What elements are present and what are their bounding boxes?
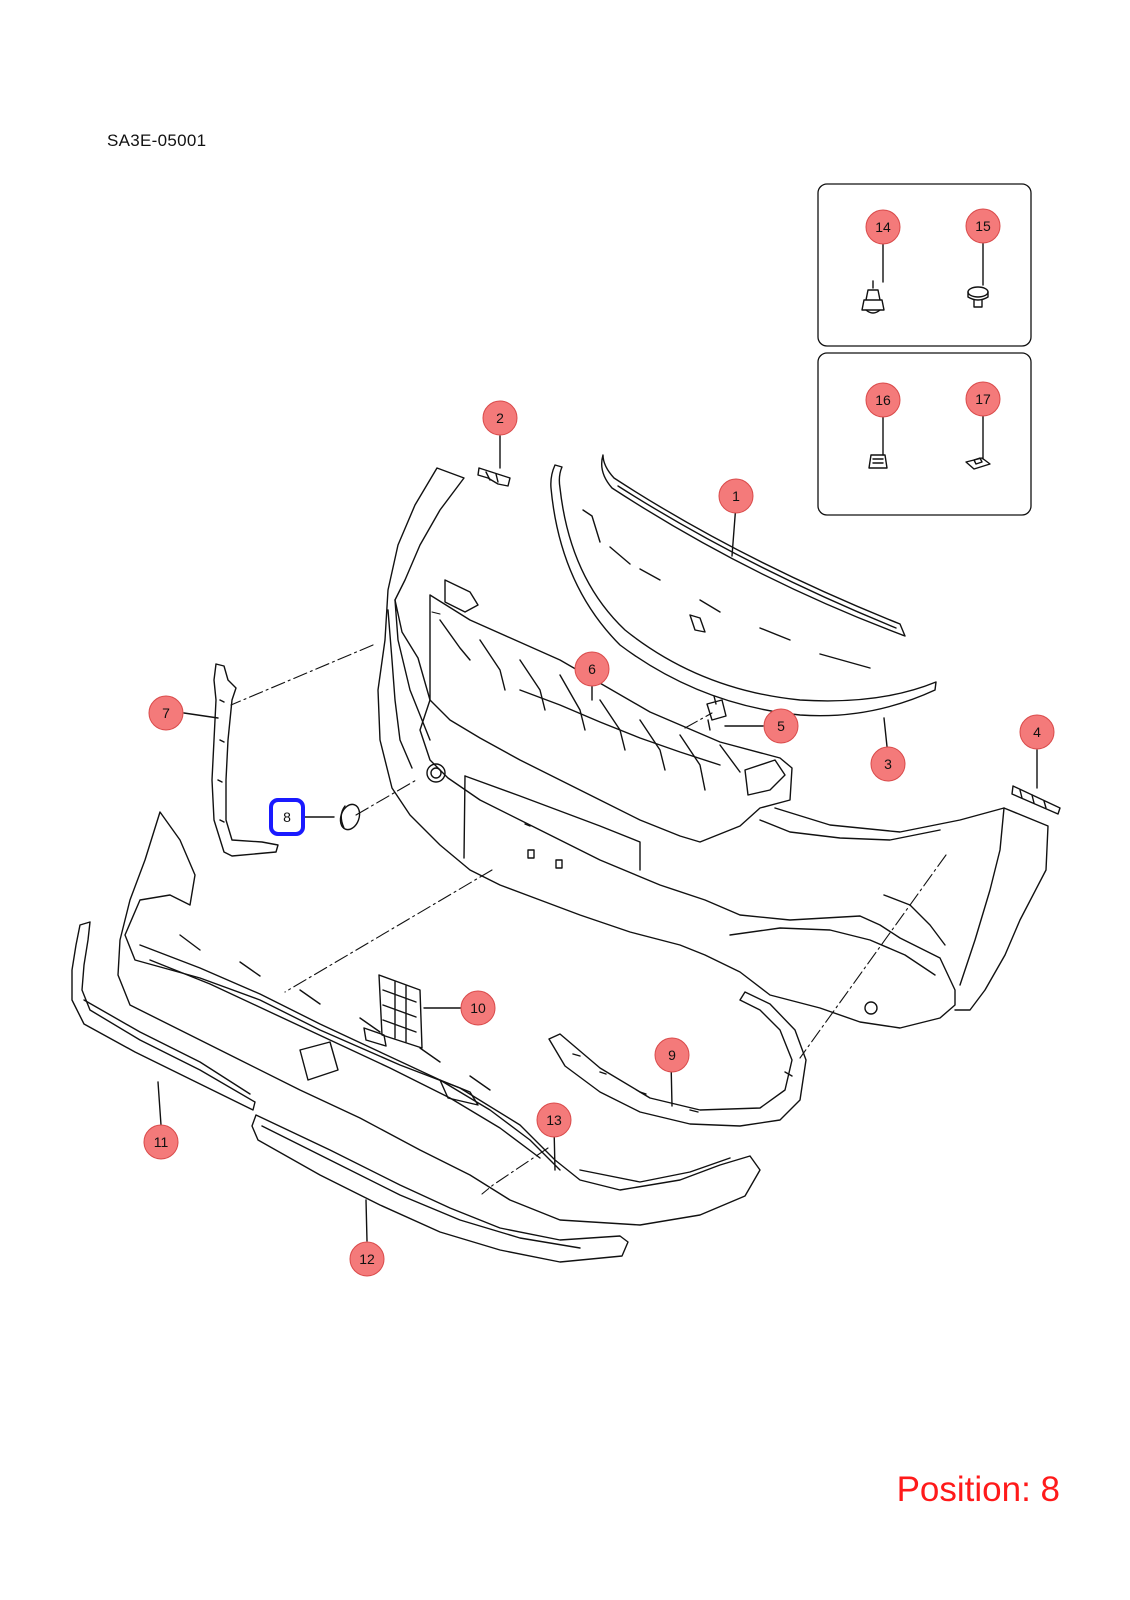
callout-15[interactable]: 15 <box>965 208 1001 244</box>
callout-8[interactable]: 8 <box>269 798 305 836</box>
fastener-inset-bottom <box>817 352 1032 516</box>
callout-label: 11 <box>154 1134 169 1150</box>
callout-bubble[interactable] <box>349 1241 385 1277</box>
lower-grille-part <box>117 811 761 1226</box>
callout-bubble[interactable] <box>148 695 184 731</box>
callout-12[interactable]: 12 <box>349 1241 385 1277</box>
selected-callout-marker[interactable] <box>269 798 305 836</box>
callout-bubble[interactable] <box>536 1102 572 1138</box>
callout-bubble[interactable] <box>965 381 1001 417</box>
callout-bubble[interactable] <box>870 746 906 782</box>
callout-label: 5 <box>777 718 785 734</box>
callout-bubble[interactable] <box>1019 714 1055 750</box>
bumper-cover-part <box>377 467 1049 1029</box>
callout-label: 14 <box>875 219 891 235</box>
callout-bubble[interactable] <box>718 478 754 514</box>
callout-label: 8 <box>283 809 291 825</box>
callout-bubble[interactable] <box>460 990 496 1026</box>
nut-clip-part <box>868 454 888 469</box>
callout-bubble[interactable] <box>763 708 799 744</box>
callout-bubble[interactable] <box>143 1124 179 1160</box>
lower-lip-part <box>251 1114 629 1263</box>
speed-nut-part <box>965 457 991 470</box>
callout-label: 7 <box>162 705 170 721</box>
right-bracket-part <box>1011 785 1061 815</box>
screw-part <box>967 286 989 308</box>
callout-bubble[interactable] <box>482 400 518 436</box>
callout-label: 13 <box>546 1112 562 1128</box>
callout-label: 15 <box>975 218 991 234</box>
assembly-lines <box>230 611 947 1195</box>
callout-10[interactable]: 10 <box>460 990 496 1026</box>
callout-label: 1 <box>732 488 740 504</box>
callout-5[interactable]: 5 <box>763 708 799 744</box>
grille-moulding-part <box>600 454 906 637</box>
callout-16[interactable]: 16 <box>865 382 901 418</box>
callout-2[interactable]: 2 <box>482 400 518 436</box>
callout-4[interactable]: 4 <box>1019 714 1055 750</box>
callout-14[interactable]: 14 <box>865 209 901 245</box>
callout-bubble[interactable] <box>574 651 610 687</box>
callout-bubble[interactable] <box>865 209 901 245</box>
leader-lines <box>157 242 1038 1242</box>
grille-surround-part <box>550 464 937 717</box>
callout-17[interactable]: 17 <box>965 381 1001 417</box>
callout-label: 17 <box>975 391 991 407</box>
tow-hook-cap-part <box>339 803 361 831</box>
position-label: Position: 8 <box>896 1470 1060 1509</box>
callout-13[interactable]: 13 <box>536 1102 572 1138</box>
callout-label: 6 <box>588 661 596 677</box>
callout-7[interactable]: 7 <box>148 695 184 731</box>
callout-label: 10 <box>470 1000 486 1016</box>
callout-label: 2 <box>496 410 504 426</box>
callout-1[interactable]: 1 <box>718 478 754 514</box>
center-bracket-part <box>706 695 727 731</box>
left-bracket-part <box>477 467 511 487</box>
callout-bubble[interactable] <box>654 1037 690 1073</box>
callout-3[interactable]: 3 <box>870 746 906 782</box>
callout-label: 4 <box>1033 724 1041 740</box>
callout-label: 3 <box>884 756 892 772</box>
lower-trim-strip-part <box>548 991 807 1127</box>
callout-label: 12 <box>359 1251 375 1267</box>
push-clip-part <box>861 280 885 314</box>
fastener-inset-top <box>817 183 1032 347</box>
callout-11[interactable]: 11 <box>143 1124 179 1160</box>
diagram-code: SA3E-05001 <box>107 131 207 150</box>
lower-bracket-part <box>363 974 423 1049</box>
left-lower-lip-part <box>71 921 256 1111</box>
callout-label: 9 <box>668 1047 676 1063</box>
callout-6[interactable]: 6 <box>574 651 610 687</box>
callout-label: 16 <box>875 392 891 408</box>
callout-bubble[interactable] <box>965 208 1001 244</box>
callout-9[interactable]: 9 <box>654 1037 690 1073</box>
left-side-trim-part <box>211 663 279 857</box>
callout-bubble[interactable] <box>865 382 901 418</box>
bumper-absorber-part <box>429 579 793 843</box>
